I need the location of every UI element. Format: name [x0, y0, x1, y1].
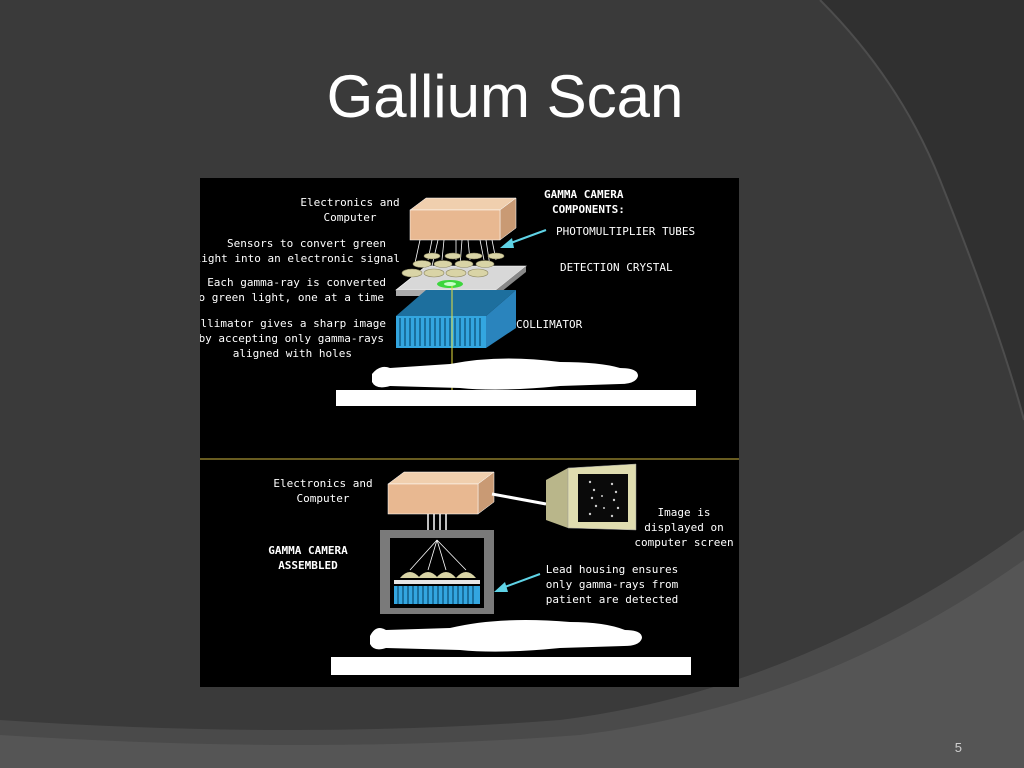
exam-table-top: [336, 390, 696, 406]
patient-silhouette-bottom: [370, 620, 642, 652]
lead-housing-arrow: [494, 573, 541, 592]
top-electronics-label-1: Electronics and: [300, 196, 399, 209]
camera-wires: [427, 514, 447, 530]
bottom-electronics-label-2: Computer: [297, 492, 350, 505]
image-label-2: displayed on: [644, 521, 723, 534]
sensors-label-1: Sensors to convert green: [227, 237, 386, 250]
gamma-camera-diagram: Electronics and Computer Sensors to conv…: [200, 178, 739, 687]
lead-housing: [380, 530, 494, 614]
photomultiplier-tubes: [401, 252, 505, 278]
collimator-desc-2: by accepting only gamma-rays: [200, 332, 384, 345]
components-heading-1: GAMMA CAMERA: [544, 188, 624, 201]
monitor-cable: [491, 492, 547, 506]
image-label-3: computer screen: [634, 536, 733, 549]
sensors-label-2: light into an electronic signal: [200, 252, 400, 265]
crystal-label: DETECTION CRYSTAL: [560, 261, 673, 274]
computer-monitor: [546, 463, 637, 531]
lead-label-3: patient are detected: [546, 593, 678, 606]
gamma-conversion-label-2: to green light, one at a time: [200, 291, 384, 304]
patient-silhouette-top: [372, 358, 638, 390]
slide-title: Gallium Scan: [326, 63, 684, 130]
collimator-block: [396, 290, 516, 348]
top-electronics-label-2: Computer: [324, 211, 377, 224]
bottom-electronics-label-1: Electronics and: [273, 477, 372, 490]
pmt-arrow: [500, 229, 547, 248]
exam-table-bottom: [331, 657, 691, 675]
page-number: 5: [954, 740, 962, 755]
lead-label-2: only gamma-rays from: [546, 578, 679, 591]
collimator-desc-3: aligned with holes: [233, 347, 352, 360]
collimator-label: COLLIMATOR: [516, 318, 583, 331]
pmt-label: PHOTOMULTIPLIER TUBES: [556, 225, 695, 238]
components-heading-2: COMPONENTS:: [552, 203, 625, 216]
assembled-heading-1: GAMMA CAMERA: [268, 544, 348, 557]
gamma-conversion-label-1: Each gamma-ray is converted: [207, 276, 386, 289]
electronics-box-top: [409, 197, 517, 241]
collimator-desc-1: Collimator gives a sharp image: [200, 317, 386, 330]
lead-label-1: Lead housing ensures: [546, 563, 678, 576]
assembled-heading-2: ASSEMBLED: [278, 559, 338, 572]
image-label-1: Image is: [658, 506, 711, 519]
electronics-box-bottom: [387, 471, 495, 515]
